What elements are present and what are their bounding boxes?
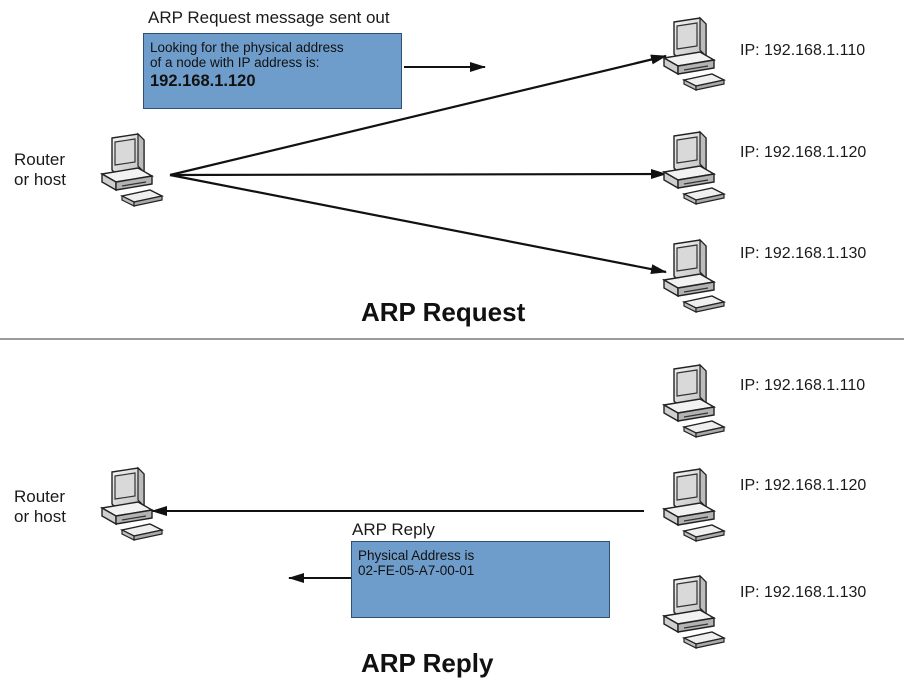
arrow-to-host-110 xyxy=(169,54,667,177)
desktop-computer-icon xyxy=(654,130,726,210)
reply-title: ARP Reply xyxy=(361,648,494,678)
desktop-computer-icon xyxy=(654,238,726,318)
arrow-to-host-120 xyxy=(169,169,667,180)
reply-host-ip-120: IP: 192.168.1.120 xyxy=(740,477,867,494)
request-title: ARP Request xyxy=(361,297,526,327)
request-host-ip-130: IP: 192.168.1.130 xyxy=(740,245,867,262)
reply-message-line-1: Physical Address is xyxy=(358,548,475,563)
desktop-computer-icon xyxy=(92,466,164,546)
request-sender-label: Router or host xyxy=(14,150,66,189)
request-target-ip: 192.168.1.120 xyxy=(150,72,256,90)
reply-message-label: ARP Reply xyxy=(352,520,435,539)
reply-host-ip-110: IP: 192.168.1.110 xyxy=(740,377,866,394)
desktop-computer-icon xyxy=(654,467,726,547)
desktop-computer-icon xyxy=(92,132,164,212)
request-message-line-1: Looking for the physical address xyxy=(150,40,344,55)
desktop-computer-icon xyxy=(654,16,726,96)
reply-host-ip-130: IP: 192.168.1.130 xyxy=(740,584,867,601)
reply-mac-address: 02-FE-05-A7-00-01 xyxy=(358,563,475,578)
desktop-computer-icon xyxy=(654,574,726,654)
request-message-label: ARP Request message sent out xyxy=(148,8,390,27)
request-host-ip-110: IP: 192.168.1.110 xyxy=(740,42,866,59)
request-message-line-2: of a node with IP address is: xyxy=(150,55,320,70)
request-host-ip-120: IP: 192.168.1.120 xyxy=(740,144,867,161)
reply-receiver-label: Router or host xyxy=(14,487,66,526)
request-message-box: Looking for the physical address of a no… xyxy=(143,33,402,109)
desktop-computer-icon xyxy=(654,363,726,443)
reply-message-box: Physical Address is 02-FE-05-A7-00-01 xyxy=(351,541,610,618)
arrow-to-host-130 xyxy=(169,173,667,275)
